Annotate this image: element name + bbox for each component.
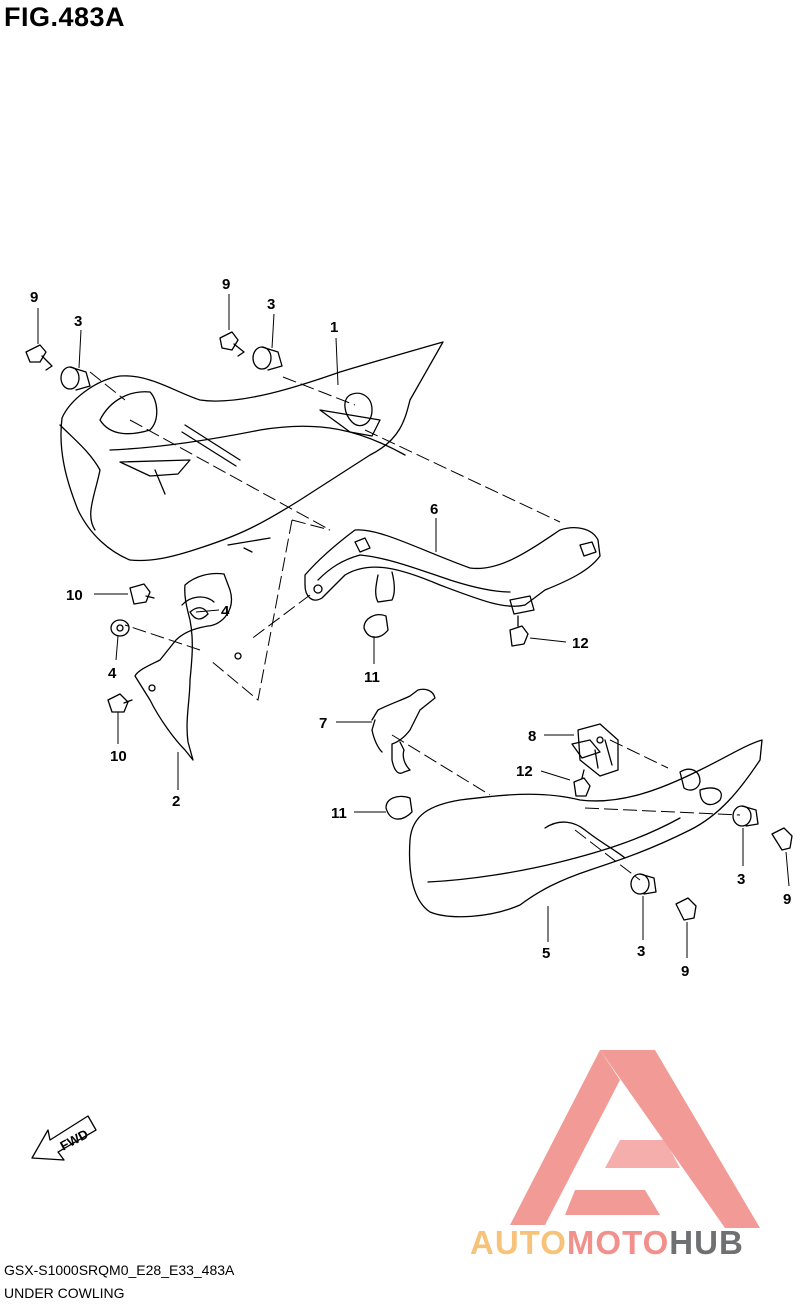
nut-4a-icon — [110, 619, 130, 637]
bracket-long — [304, 527, 601, 615]
callout-3: 3 — [637, 943, 645, 960]
callout-9: 9 — [681, 963, 689, 980]
watermark-hub: HUB — [669, 1224, 744, 1261]
under-cowl-panel-right — [408, 739, 763, 918]
callout-9: 9 — [783, 891, 791, 908]
callout-3: 3 — [267, 296, 275, 313]
fwd-label: FWD — [58, 1126, 91, 1153]
watermark-moto: MOTO — [566, 1224, 670, 1261]
stay-bracket-left — [134, 572, 242, 761]
callout-3: 3 — [74, 313, 82, 330]
grommet-3a-icon — [60, 366, 91, 391]
watermark-auto: AUTO — [470, 1224, 567, 1261]
watermark-text: AUTOMOTOHUB — [470, 1224, 744, 1262]
callout-12: 12 — [516, 763, 533, 780]
grommet-3b-icon — [252, 346, 283, 371]
screw-10a-icon — [129, 583, 155, 605]
callout-10: 10 — [110, 748, 127, 765]
callout-11: 11 — [364, 669, 380, 686]
trim-clip-9a-icon — [25, 344, 53, 371]
callout-3: 3 — [737, 871, 745, 888]
callout-2: 2 — [172, 793, 180, 810]
cushion-11a-icon — [363, 614, 389, 638]
callout-6: 6 — [430, 501, 438, 518]
assembly-lines-upper — [89, 371, 561, 701]
fasteners — [25, 331, 793, 921]
screw-10b-icon — [107, 693, 133, 713]
hinge-bracket — [571, 723, 619, 777]
automotohub-logo-icon — [510, 1050, 760, 1228]
callout-4: 4 — [221, 603, 230, 620]
figure-title: FIG.483A — [4, 2, 126, 32]
grommet-3c-icon — [732, 805, 759, 827]
callout-10: 10 — [66, 587, 83, 604]
diagram-caption: UNDER COWLING — [4, 1285, 125, 1301]
callout-4: 4 — [108, 665, 117, 682]
assembly-lines-lower — [391, 734, 741, 881]
callout-5: 5 — [542, 945, 550, 962]
diagram-code: GSX-S1000SRQM0_E28_E33_483A — [4, 1262, 235, 1278]
callout-7: 7 — [319, 715, 327, 732]
trim-clip-9b-icon — [219, 331, 245, 357]
callout-9: 9 — [222, 276, 230, 293]
callout-11: 11 — [331, 805, 347, 822]
callout-1: 1 — [330, 319, 338, 336]
callout-12: 12 — [572, 635, 589, 652]
bracket-small — [371, 688, 436, 774]
bolt-12b-icon — [573, 769, 591, 797]
bolt-12a-icon — [509, 615, 529, 647]
forward-arrow-icon: FWD — [31, 1115, 97, 1161]
trim-clip-9d-icon — [675, 897, 697, 921]
under-cowl-panel-left — [59, 341, 444, 562]
callout-9: 9 — [30, 289, 38, 306]
leader-lines — [37, 294, 790, 958]
trim-clip-9c-icon — [771, 827, 793, 851]
callout-labels: 9 3 9 3 1 6 10 4 4 10 2 12 11 7 8 12 11 … — [30, 276, 791, 980]
cushion-11b-icon — [385, 795, 413, 820]
exploded-parts-diagram: 9 3 9 3 1 6 10 4 4 10 2 12 11 7 8 12 11 … — [25, 276, 793, 1161]
grommet-3d-icon — [630, 873, 657, 895]
callout-8: 8 — [528, 728, 536, 745]
